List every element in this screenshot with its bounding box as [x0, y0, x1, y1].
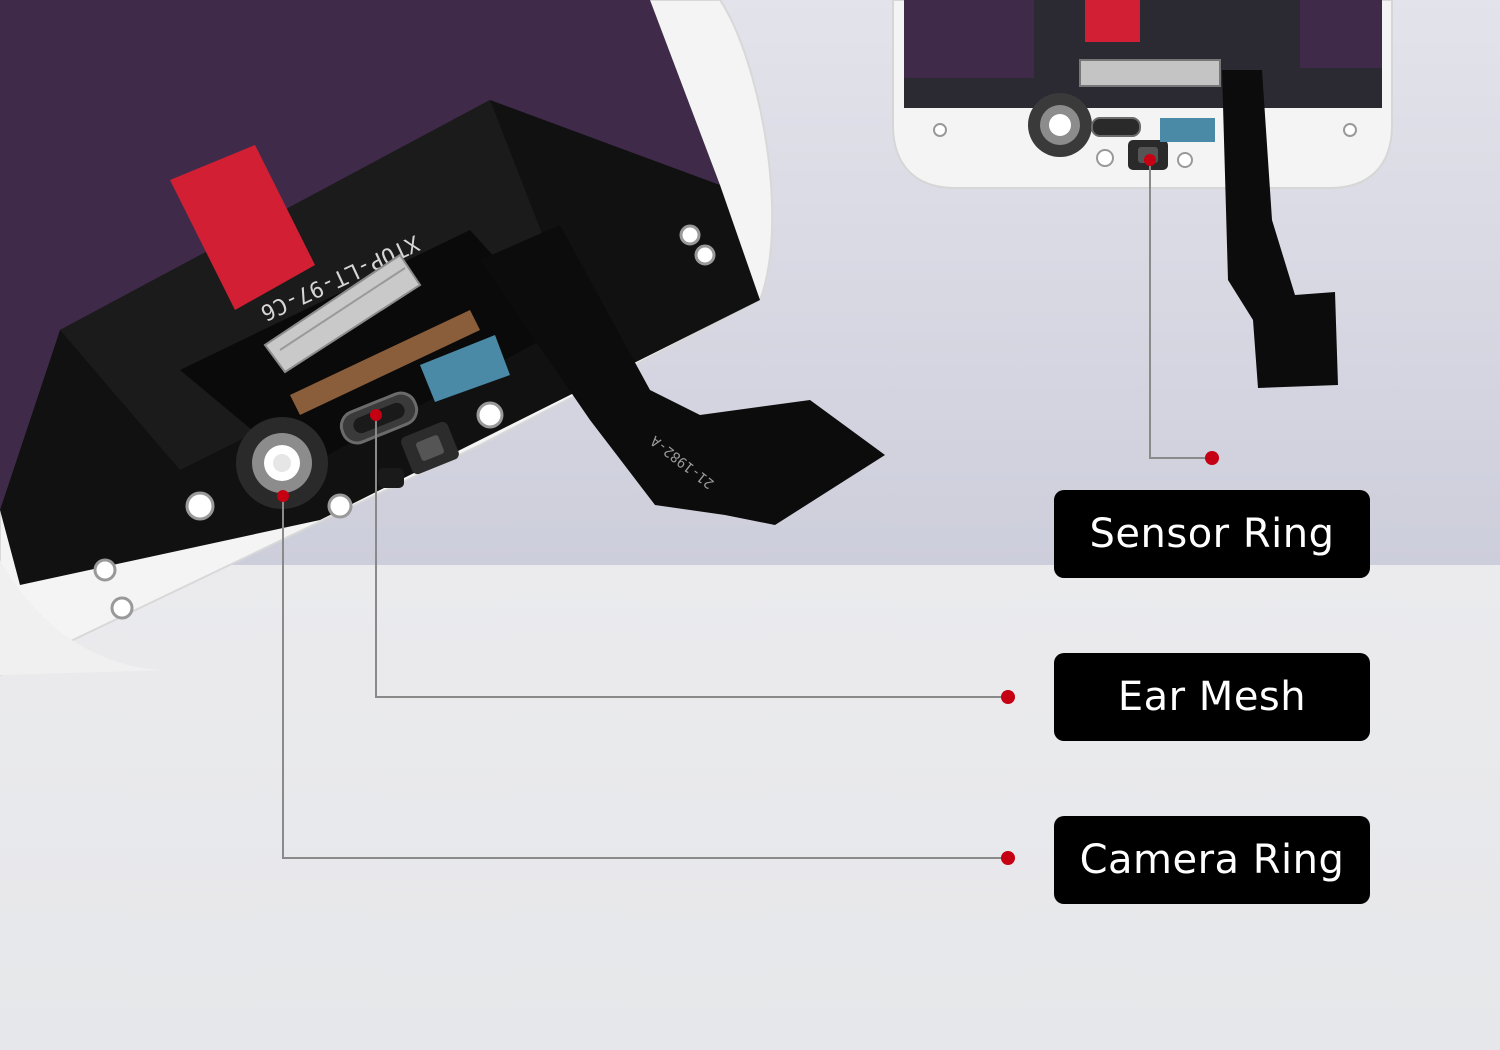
- small-lcd-assembly: [892, 0, 1393, 388]
- callout-markers: [277, 154, 1219, 865]
- background-bottom: [0, 565, 1500, 1050]
- ear-mesh-target-dot: [370, 409, 382, 421]
- sensor-ring-label: Sensor Ring: [1054, 490, 1370, 578]
- sensor-ring-target-dot: [1144, 154, 1156, 166]
- large-lcd-assembly: XTOP-LT-97-C6: [0, 0, 885, 677]
- red-tab: [170, 145, 315, 310]
- camera-ring-label: Camera Ring: [1054, 816, 1370, 904]
- sensor-ring-end-dot: [1205, 451, 1219, 465]
- large-camera-ring: [236, 417, 328, 509]
- callout-lines: [282, 160, 1212, 859]
- ear-mesh-label: Ear Mesh: [1054, 653, 1370, 741]
- ear-mesh-end-dot: [1001, 690, 1015, 704]
- small-camera-ring: [1028, 93, 1092, 157]
- camera-ring-end-dot: [1001, 851, 1015, 865]
- camera-ring-leader: [282, 496, 1008, 859]
- sensor-ring-leader: [1149, 160, 1212, 459]
- large-flex-cable: 21-1982-A: [480, 225, 885, 525]
- ear-mesh-leader: [375, 415, 1008, 698]
- small-flex-cable: [1222, 70, 1338, 388]
- camera-ring-target-dot: [277, 490, 289, 502]
